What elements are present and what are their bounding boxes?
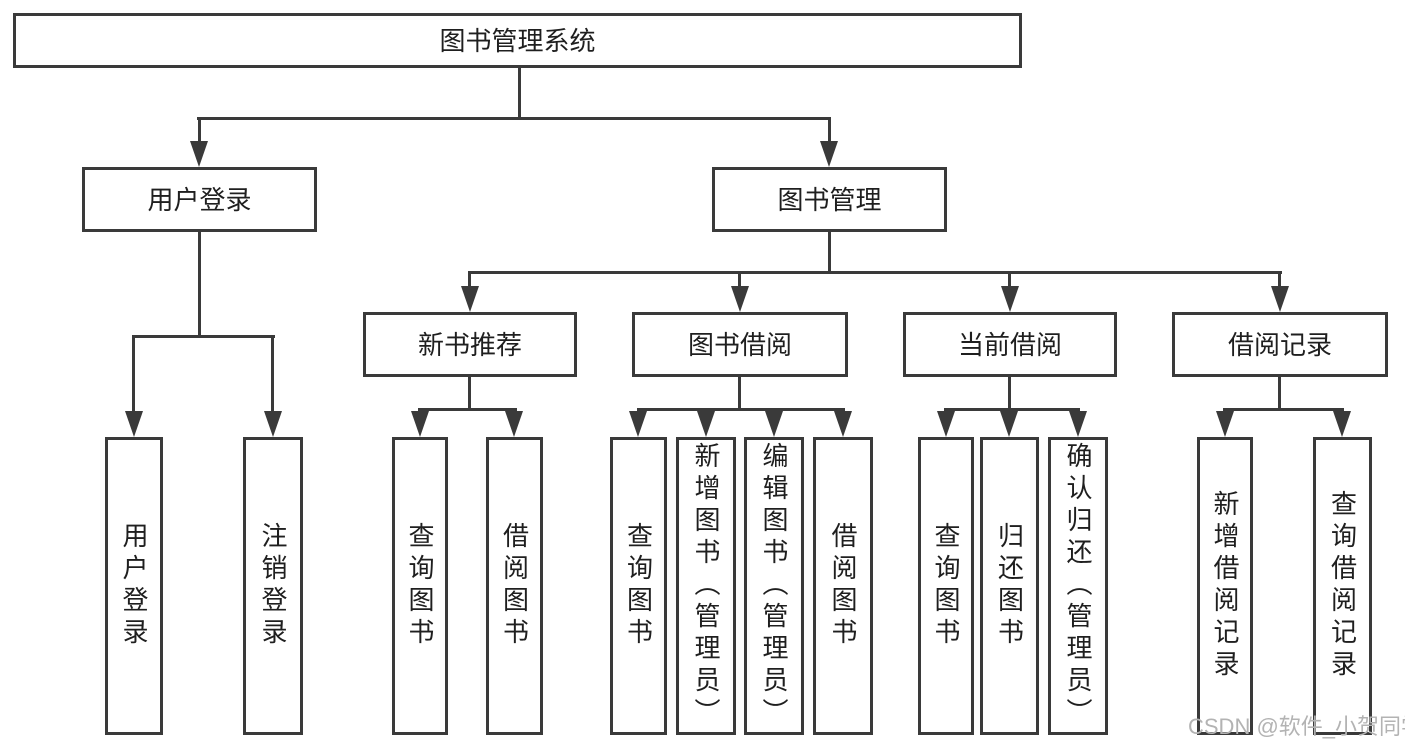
leaf-user-login: 用户登录	[105, 437, 163, 735]
node-current-borrowing: 当前借阅	[903, 312, 1117, 377]
leaf-label: 查询借阅记录	[1327, 490, 1358, 682]
node-book-management: 图书管理	[712, 167, 947, 232]
leaf-logout: 注销登录	[243, 437, 303, 735]
leaf-borrowing-borrow-books: 借阅图书	[813, 437, 873, 735]
leaf-label: 新增图书（管理员）	[691, 442, 721, 730]
arrowhead-down-icon	[629, 411, 647, 437]
arrowhead-down-icon	[1216, 411, 1234, 437]
node-root: 图书管理系统	[13, 13, 1022, 68]
connector-h	[637, 408, 845, 411]
leaf-label: 归还图书	[994, 522, 1025, 650]
arrowhead-down-icon	[937, 411, 955, 437]
leaf-borrowing-add-books-admin: 新增图书（管理员）	[676, 437, 736, 735]
node-borrowing-records: 借阅记录	[1172, 312, 1388, 377]
connector-v	[1008, 375, 1011, 411]
arrowhead-down-icon	[411, 411, 429, 437]
arrowhead-down-icon	[731, 286, 749, 312]
connector-v	[468, 375, 471, 411]
connector-h	[132, 335, 275, 338]
connector-h	[944, 408, 1080, 411]
leaf-records-query-record: 查询借阅记录	[1313, 437, 1372, 735]
connector-h	[418, 408, 517, 411]
connector-h	[468, 271, 1282, 274]
leaf-label: 确认归还（管理员）	[1063, 442, 1093, 730]
arrowhead-down-icon	[1001, 286, 1019, 312]
leaf-label: 查询图书	[623, 522, 654, 650]
arrowhead-down-icon	[264, 411, 282, 437]
node-label: 新书推荐	[417, 329, 522, 360]
leaf-label: 新增借阅记录	[1210, 490, 1240, 682]
leaf-label: 编辑图书（管理员）	[759, 442, 789, 730]
connector-v	[468, 271, 471, 289]
node-label: 用户登录	[147, 184, 252, 215]
connector-v	[1278, 271, 1281, 289]
connector-v	[198, 230, 201, 336]
leaf-label: 用户登录	[119, 522, 149, 650]
leaf-borrowing-query-books: 查询图书	[610, 437, 667, 735]
connector-v	[518, 66, 521, 120]
arrowhead-down-icon	[820, 141, 838, 167]
arrowhead-down-icon	[190, 141, 208, 167]
connector-h	[1223, 408, 1344, 411]
node-root-label: 图书管理系统	[439, 25, 596, 56]
node-label: 图书管理	[777, 184, 882, 215]
arrowhead-down-icon	[1333, 411, 1351, 437]
connector-v	[828, 230, 831, 273]
leaf-current-query-books: 查询图书	[918, 437, 974, 735]
leaf-label: 借阅图书	[828, 522, 858, 650]
arrowhead-down-icon	[765, 411, 783, 437]
leaf-current-confirm-return-admin: 确认归还（管理员）	[1048, 437, 1108, 735]
leaf-recommend-borrow-books: 借阅图书	[486, 437, 543, 735]
arrowhead-down-icon	[1000, 411, 1018, 437]
connector-v	[738, 271, 741, 289]
arrowhead-down-icon	[461, 286, 479, 312]
node-new-book-recommend: 新书推荐	[363, 312, 577, 377]
leaf-label: 注销登录	[258, 522, 288, 650]
connector-v	[828, 117, 831, 145]
leaf-label: 查询图书	[405, 522, 435, 650]
node-label: 图书借阅	[687, 329, 792, 360]
leaf-records-add-record: 新增借阅记录	[1197, 437, 1253, 735]
leaf-borrowing-edit-books-admin: 编辑图书（管理员）	[744, 437, 804, 735]
leaf-label: 查询图书	[931, 522, 961, 650]
arrowhead-down-icon	[1271, 286, 1289, 312]
node-label: 借阅记录	[1227, 329, 1332, 360]
connector-v	[198, 117, 201, 145]
leaf-recommend-query-books: 查询图书	[392, 437, 448, 735]
connector-v	[132, 335, 135, 413]
watermark: CSDN @软件_小贺同学	[1188, 714, 1405, 739]
arrowhead-down-icon	[697, 411, 715, 437]
leaf-current-return-books: 归还图书	[980, 437, 1039, 735]
connector-v	[738, 375, 741, 411]
connector-h	[197, 117, 831, 120]
node-book-borrowing: 图书借阅	[632, 312, 848, 377]
arrowhead-down-icon	[125, 411, 143, 437]
leaf-label: 借阅图书	[499, 522, 530, 650]
arrowhead-down-icon	[1069, 411, 1087, 437]
node-label: 当前借阅	[957, 329, 1062, 360]
node-user-login: 用户登录	[82, 167, 317, 232]
arrowhead-down-icon	[834, 411, 852, 437]
connector-v	[271, 335, 274, 413]
arrowhead-down-icon	[505, 411, 523, 437]
connector-v	[1008, 271, 1011, 289]
connector-v	[1278, 375, 1281, 411]
